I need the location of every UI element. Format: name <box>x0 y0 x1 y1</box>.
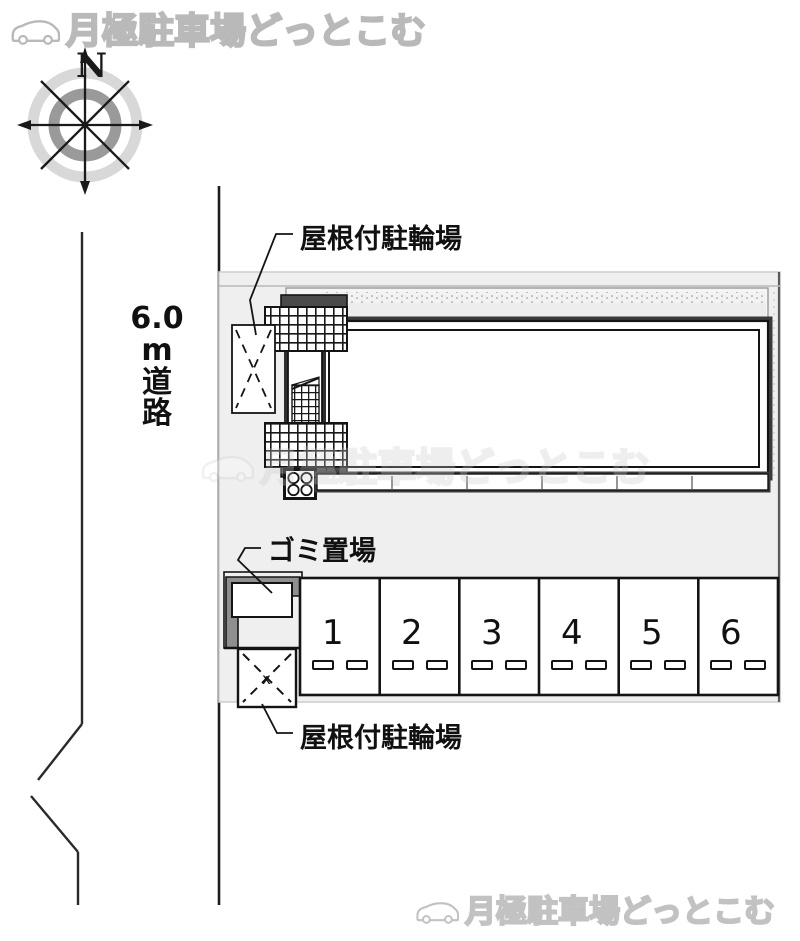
trash-enclosure <box>223 571 303 650</box>
compass-arrow-w <box>17 120 31 130</box>
leader-bike-top <box>249 233 293 336</box>
leader-bike-bottom <box>261 703 293 734</box>
wheel-stop <box>585 660 607 670</box>
bike-stall-x-mark: x <box>262 670 271 688</box>
bike-stall-x1-upper <box>235 329 272 409</box>
stair-landing <box>291 376 320 386</box>
bike-roof-hatch-mid <box>264 422 348 468</box>
compass-north-label: N <box>76 46 108 86</box>
trash-bin-box <box>231 582 293 618</box>
compass-arrow-n <box>80 47 90 63</box>
building-interior <box>328 329 760 468</box>
meter-circle-1 <box>287 471 300 485</box>
label-covered-bike-parking-top: 屋根付駐輪場 <box>300 224 462 255</box>
bike-roof-cap-upper <box>280 294 348 308</box>
wheel-stop <box>630 660 652 670</box>
wheel-stop <box>392 660 414 670</box>
compass-spokes <box>23 53 147 189</box>
road-width-value: 6.0 <box>130 301 184 336</box>
meter-circle-4 <box>300 483 313 497</box>
utility-meter-box <box>283 468 317 500</box>
stall-number-6: 6 <box>720 613 742 653</box>
road-edge-chamfer-upper <box>37 723 83 781</box>
wheel-stop <box>312 660 334 670</box>
meter-circle-3 <box>287 483 300 497</box>
apartment-building <box>285 287 775 485</box>
wheel-stop <box>664 660 686 670</box>
stall-dividers <box>378 578 700 695</box>
building-eaves-strip <box>320 292 766 303</box>
bike-stall-x2-upper <box>235 329 272 409</box>
compass-center <box>81 121 89 129</box>
road-area <box>30 186 221 905</box>
meter-circle-2 <box>300 471 313 485</box>
covered-bike-parking-lower: x <box>236 647 298 709</box>
compass-arrowheads <box>17 47 153 195</box>
stall-number-5: 5 <box>641 613 663 653</box>
road-width-unit: m <box>141 332 173 368</box>
road-kanji-2: 路 <box>142 396 172 432</box>
leader-lines <box>236 233 293 734</box>
wheel-stop <box>471 660 493 670</box>
stall-number-1: 1 <box>322 613 344 653</box>
road-width-label: 6.0 m 道 路 <box>128 303 186 430</box>
covered-bike-parking-upper <box>231 294 348 414</box>
label-trash-area: ゴミ置場 <box>268 536 376 567</box>
entry-strip-dividers <box>391 476 693 489</box>
bike-stall-x2-lower <box>242 653 292 703</box>
stair-diagonal <box>291 377 320 390</box>
road-kanji-1: 道 <box>142 364 172 400</box>
bike-roof-hatch-upper <box>264 306 348 352</box>
bike-stall-box-upper <box>231 324 276 414</box>
road-edge-chamfer-lower <box>30 795 79 853</box>
wheel-stop <box>744 660 766 670</box>
compass-rose-icon <box>17 47 153 195</box>
wheel-stop <box>346 660 368 670</box>
parking-stalls-group <box>298 576 780 697</box>
stall-number-4: 4 <box>561 613 583 653</box>
wheel-stop <box>551 660 573 670</box>
stall-number-3: 3 <box>481 613 503 653</box>
leader-trash <box>236 547 273 594</box>
label-covered-bike-parking-bottom: 屋根付駐輪場 <box>300 723 462 754</box>
compass-arrow-s <box>80 181 90 195</box>
wheel-stop <box>505 660 527 670</box>
compass-arrow-e <box>139 120 153 130</box>
stall-number-2: 2 <box>401 613 423 653</box>
wheel-stop <box>426 660 448 670</box>
ground-floor-entry-strip <box>314 471 771 493</box>
wheel-stops <box>312 660 766 670</box>
wheel-stop <box>710 660 732 670</box>
